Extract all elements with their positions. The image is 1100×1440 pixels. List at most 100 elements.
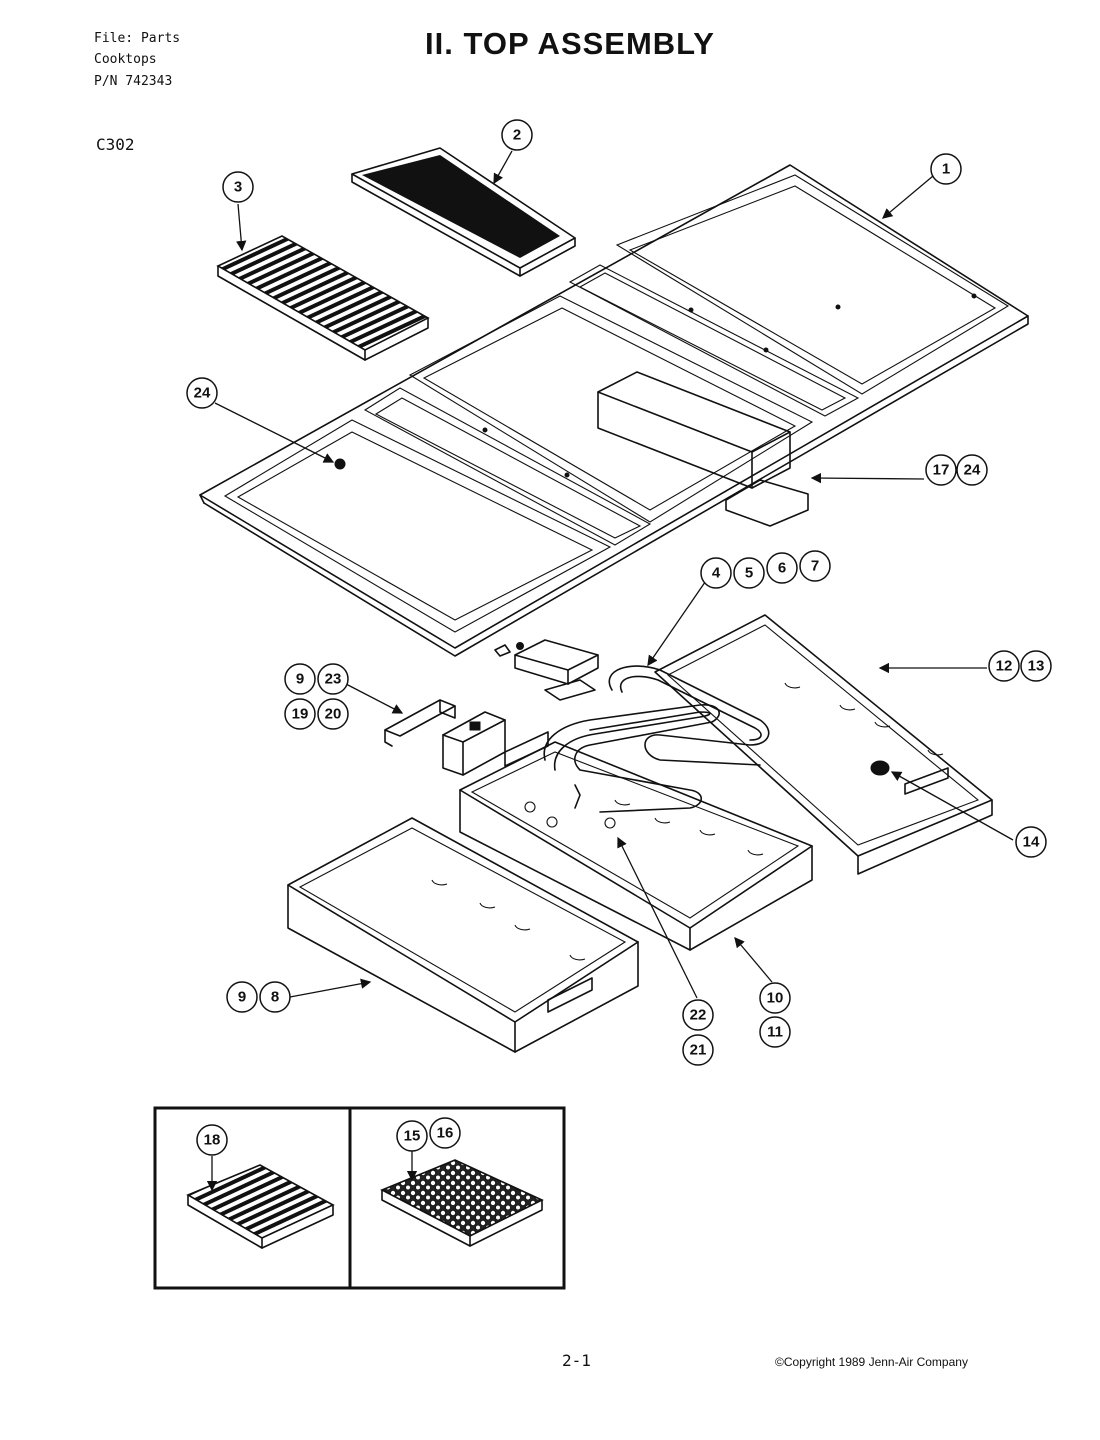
callout-circle [682, 999, 714, 1031]
callout-number: 9 [296, 671, 304, 688]
callout-4: 4 [700, 557, 732, 589]
callout-number: 6 [778, 560, 786, 577]
callout-18: 18 [196, 1124, 228, 1156]
callout-circle [259, 981, 291, 1013]
callout-circle [284, 698, 316, 730]
callout-circle [317, 698, 349, 730]
grill-grate-accessory [186, 1164, 335, 1249]
callout-8: 8 [259, 981, 291, 1013]
callout-circle [733, 557, 765, 589]
callout-circle [1020, 650, 1052, 682]
callout-2: 2 [501, 119, 533, 151]
callout-1: 1 [930, 153, 962, 185]
callout-circle [429, 1117, 461, 1149]
callout-number: 4 [712, 565, 721, 582]
page-number: 2-1 [562, 1351, 591, 1370]
callout-number: 3 [234, 179, 242, 196]
callout-13: 13 [1020, 650, 1052, 682]
callout-number: 18 [204, 1132, 221, 1149]
callout-22: 22 [682, 999, 714, 1031]
callout-24: 24 [186, 377, 218, 409]
drip-pan-right [654, 614, 993, 875]
callout-circle [759, 982, 791, 1014]
callout-circle [396, 1120, 428, 1152]
accessory-inset [153, 1106, 566, 1290]
page-title: II. TOP ASSEMBLY [425, 26, 715, 61]
callout-12: 12 [988, 650, 1020, 682]
callout-number: 24 [194, 385, 211, 402]
file-label: File: Parts [94, 31, 181, 46]
callout-9: 9 [284, 663, 316, 695]
callout-number: 14 [1023, 834, 1040, 851]
control-box [597, 371, 809, 527]
callout-number: 24 [964, 462, 981, 479]
callout-circle [196, 1124, 228, 1156]
callout-circle [766, 552, 798, 584]
callout-17: 17 [925, 454, 957, 486]
callout-number: 23 [325, 671, 342, 688]
callout-10: 10 [759, 982, 791, 1014]
terminal-block [494, 639, 599, 685]
callout-circle [930, 153, 962, 185]
callout-number: 16 [437, 1125, 454, 1142]
callout-number: 20 [325, 706, 342, 723]
drip-pan-center [459, 731, 813, 951]
callout-19: 19 [284, 698, 316, 730]
vent-grate [216, 235, 430, 361]
callout-16: 16 [429, 1117, 461, 1149]
callout-number: 17 [933, 462, 950, 479]
callout-21: 21 [682, 1034, 714, 1066]
callout-7: 7 [799, 550, 831, 582]
callout-number: 2 [513, 127, 521, 144]
callout-15: 15 [396, 1120, 428, 1152]
callout-circle [222, 171, 254, 203]
category-label: Cooktops [94, 52, 157, 67]
callout-23: 23 [317, 663, 349, 695]
callout-5: 5 [733, 557, 765, 589]
callout-number: 15 [404, 1128, 421, 1145]
callout-number: 5 [745, 565, 753, 582]
copyright-notice: ©Copyright 1989 Jenn-Air Company [775, 1355, 968, 1369]
callout-number: 21 [690, 1042, 707, 1059]
callout-11: 11 [759, 1016, 791, 1048]
callout-circle [501, 119, 533, 151]
callout-circle [956, 454, 988, 486]
callout-number: 8 [271, 989, 279, 1006]
callout-20: 20 [317, 698, 349, 730]
callout-circle [682, 1034, 714, 1066]
infinite-switch [442, 711, 506, 776]
callout-circle [925, 454, 957, 486]
callout-number: 10 [767, 990, 784, 1007]
callout-number: 22 [690, 1007, 707, 1024]
callout-circle [317, 663, 349, 695]
callout-circle [700, 557, 732, 589]
callout-6: 6 [766, 552, 798, 584]
callout-circle [186, 377, 218, 409]
leader-lines [206, 150, 1014, 1192]
callout-24: 24 [956, 454, 988, 486]
callout-circle [799, 550, 831, 582]
callout-number: 12 [996, 658, 1013, 675]
callout-circle [988, 650, 1020, 682]
callout-circle [226, 981, 258, 1013]
callout-circle [1015, 826, 1047, 858]
model-number: C302 [96, 135, 135, 154]
callout-number: 7 [811, 558, 819, 575]
callout-14: 14 [1015, 826, 1047, 858]
callout-3: 3 [222, 171, 254, 203]
part-number-label: P/N 742343 [94, 74, 173, 89]
callout-9: 9 [226, 981, 258, 1013]
grill-rocks-accessory [380, 1159, 544, 1247]
top-frame [199, 164, 1029, 657]
callout-circle [759, 1016, 791, 1048]
callout-number: 9 [238, 989, 246, 1006]
callout-number: 19 [292, 706, 309, 723]
callout-number: 13 [1028, 658, 1045, 675]
heating-element [543, 665, 770, 813]
callout-circle [284, 663, 316, 695]
mounting-bracket [384, 699, 456, 747]
downdraft-filter [351, 147, 576, 277]
callout-number: 11 [767, 1024, 783, 1041]
